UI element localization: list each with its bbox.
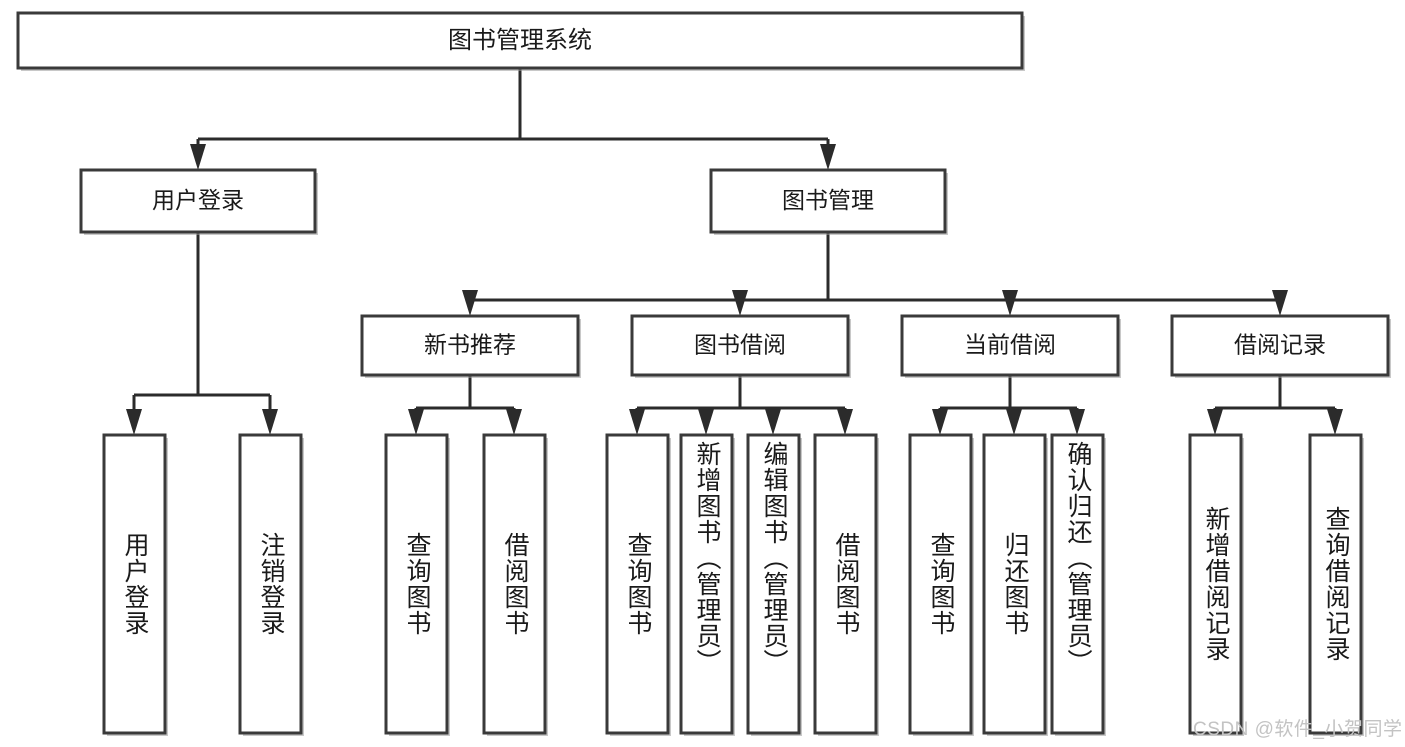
arrow-head-icon [1272, 290, 1288, 316]
arrow-head-icon [820, 144, 836, 170]
node-box-leaf-edit-book[interactable] [746, 433, 801, 735]
node-box-book-borrow[interactable] [630, 314, 850, 377]
node-label-new-book-recommend: 新书推荐 [424, 332, 516, 358]
node-box-leaf-borrow-book-1[interactable] [482, 433, 547, 735]
node-label-current-borrow: 当前借阅 [964, 332, 1056, 358]
node-box-leaf-add-book[interactable] [679, 433, 734, 735]
arrow-head-icon [262, 409, 278, 435]
node-box-leaf-confirm-return[interactable] [1050, 433, 1105, 735]
node-label-book-borrow: 图书借阅 [694, 332, 786, 358]
node-box-leaf-query-record[interactable] [1308, 433, 1363, 735]
node-box-borrow-record[interactable] [1170, 314, 1390, 377]
node-box-root[interactable] [16, 11, 1024, 70]
arrow-head-icon [629, 409, 645, 435]
node-boxes-group [16, 11, 1391, 736]
arrow-head-icon [1002, 290, 1018, 316]
node-label-root: 图书管理系统 [448, 27, 592, 54]
arrow-head-icon [408, 409, 424, 435]
arrow-heads-group [126, 144, 1343, 435]
arrow-head-icon [1069, 409, 1085, 435]
arrow-head-icon [462, 290, 478, 316]
node-box-leaf-query-book-2[interactable] [605, 433, 670, 735]
node-box-leaf-query-book-1[interactable] [384, 433, 449, 735]
csdn-watermark: CSDN @软件_小贺同学 [1193, 719, 1403, 740]
node-box-user-login[interactable] [79, 168, 317, 234]
arrow-head-icon [190, 144, 206, 170]
arrow-head-icon [1207, 409, 1223, 435]
node-label-book-manage: 图书管理 [782, 187, 874, 213]
arrow-head-icon [1327, 409, 1343, 435]
node-box-leaf-user-login[interactable] [102, 433, 167, 735]
arrow-head-icon [837, 409, 853, 435]
arrow-head-icon [126, 409, 142, 435]
node-box-leaf-query-book-3[interactable] [908, 433, 973, 735]
node-label-user-login: 用户登录 [152, 187, 244, 213]
node-label-borrow-record: 借阅记录 [1234, 332, 1326, 358]
arrow-head-icon [732, 290, 748, 316]
node-box-book-manage[interactable] [709, 168, 947, 234]
arrow-head-icon [1006, 409, 1022, 435]
arrow-head-icon [932, 409, 948, 435]
node-box-leaf-borrow-book-2[interactable] [813, 433, 878, 735]
node-box-new-book-recommend[interactable] [360, 314, 580, 377]
arrow-head-icon [506, 409, 522, 435]
node-box-current-borrow[interactable] [900, 314, 1120, 377]
node-box-leaf-add-record[interactable] [1188, 433, 1243, 735]
arrow-head-icon [698, 409, 714, 435]
node-box-leaf-logout[interactable] [238, 433, 303, 735]
arrow-head-icon [765, 409, 781, 435]
node-box-leaf-return-book[interactable] [982, 433, 1047, 735]
